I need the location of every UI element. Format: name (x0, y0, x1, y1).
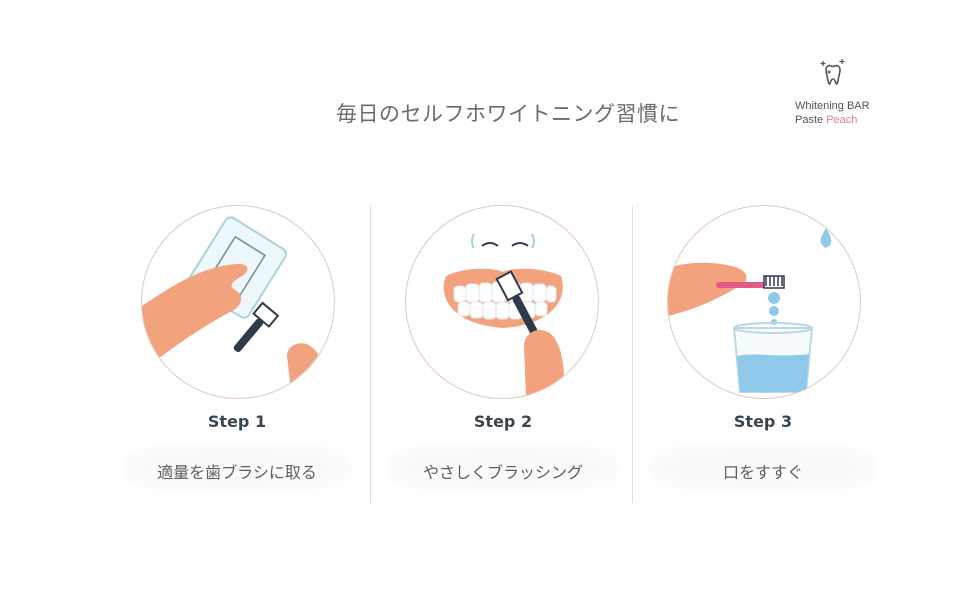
step-description-pill (122, 445, 352, 491)
brand-flavor: Peach (826, 114, 858, 126)
step-description: 口をすすぐ (722, 463, 803, 482)
brand-product: Paste (795, 114, 827, 126)
page-headline: 毎日のセルフホワイトニング習慣に (336, 102, 680, 126)
column-divider (632, 205, 633, 503)
step-description: 適量を歯ブラシに取る (157, 463, 317, 482)
brand-name-line2: Paste Peach (795, 114, 857, 126)
brushing-teeth-illustration (405, 205, 599, 399)
step-description-pill (648, 445, 878, 491)
step-description-pill (388, 445, 618, 491)
step-label: Step 1 (207, 412, 267, 431)
column-divider (370, 205, 371, 503)
step-label: Step 3 (733, 412, 793, 431)
step-label: Step 2 (473, 412, 533, 431)
rinse-brush-water-glass-illustration (667, 205, 861, 399)
toothpaste-on-brush-illustration (141, 205, 335, 399)
step-description: やさしくブラッシング (422, 463, 583, 482)
brand-name-line1: Whitening BAR (795, 100, 870, 112)
tooth-sparkle-icon (817, 58, 851, 92)
